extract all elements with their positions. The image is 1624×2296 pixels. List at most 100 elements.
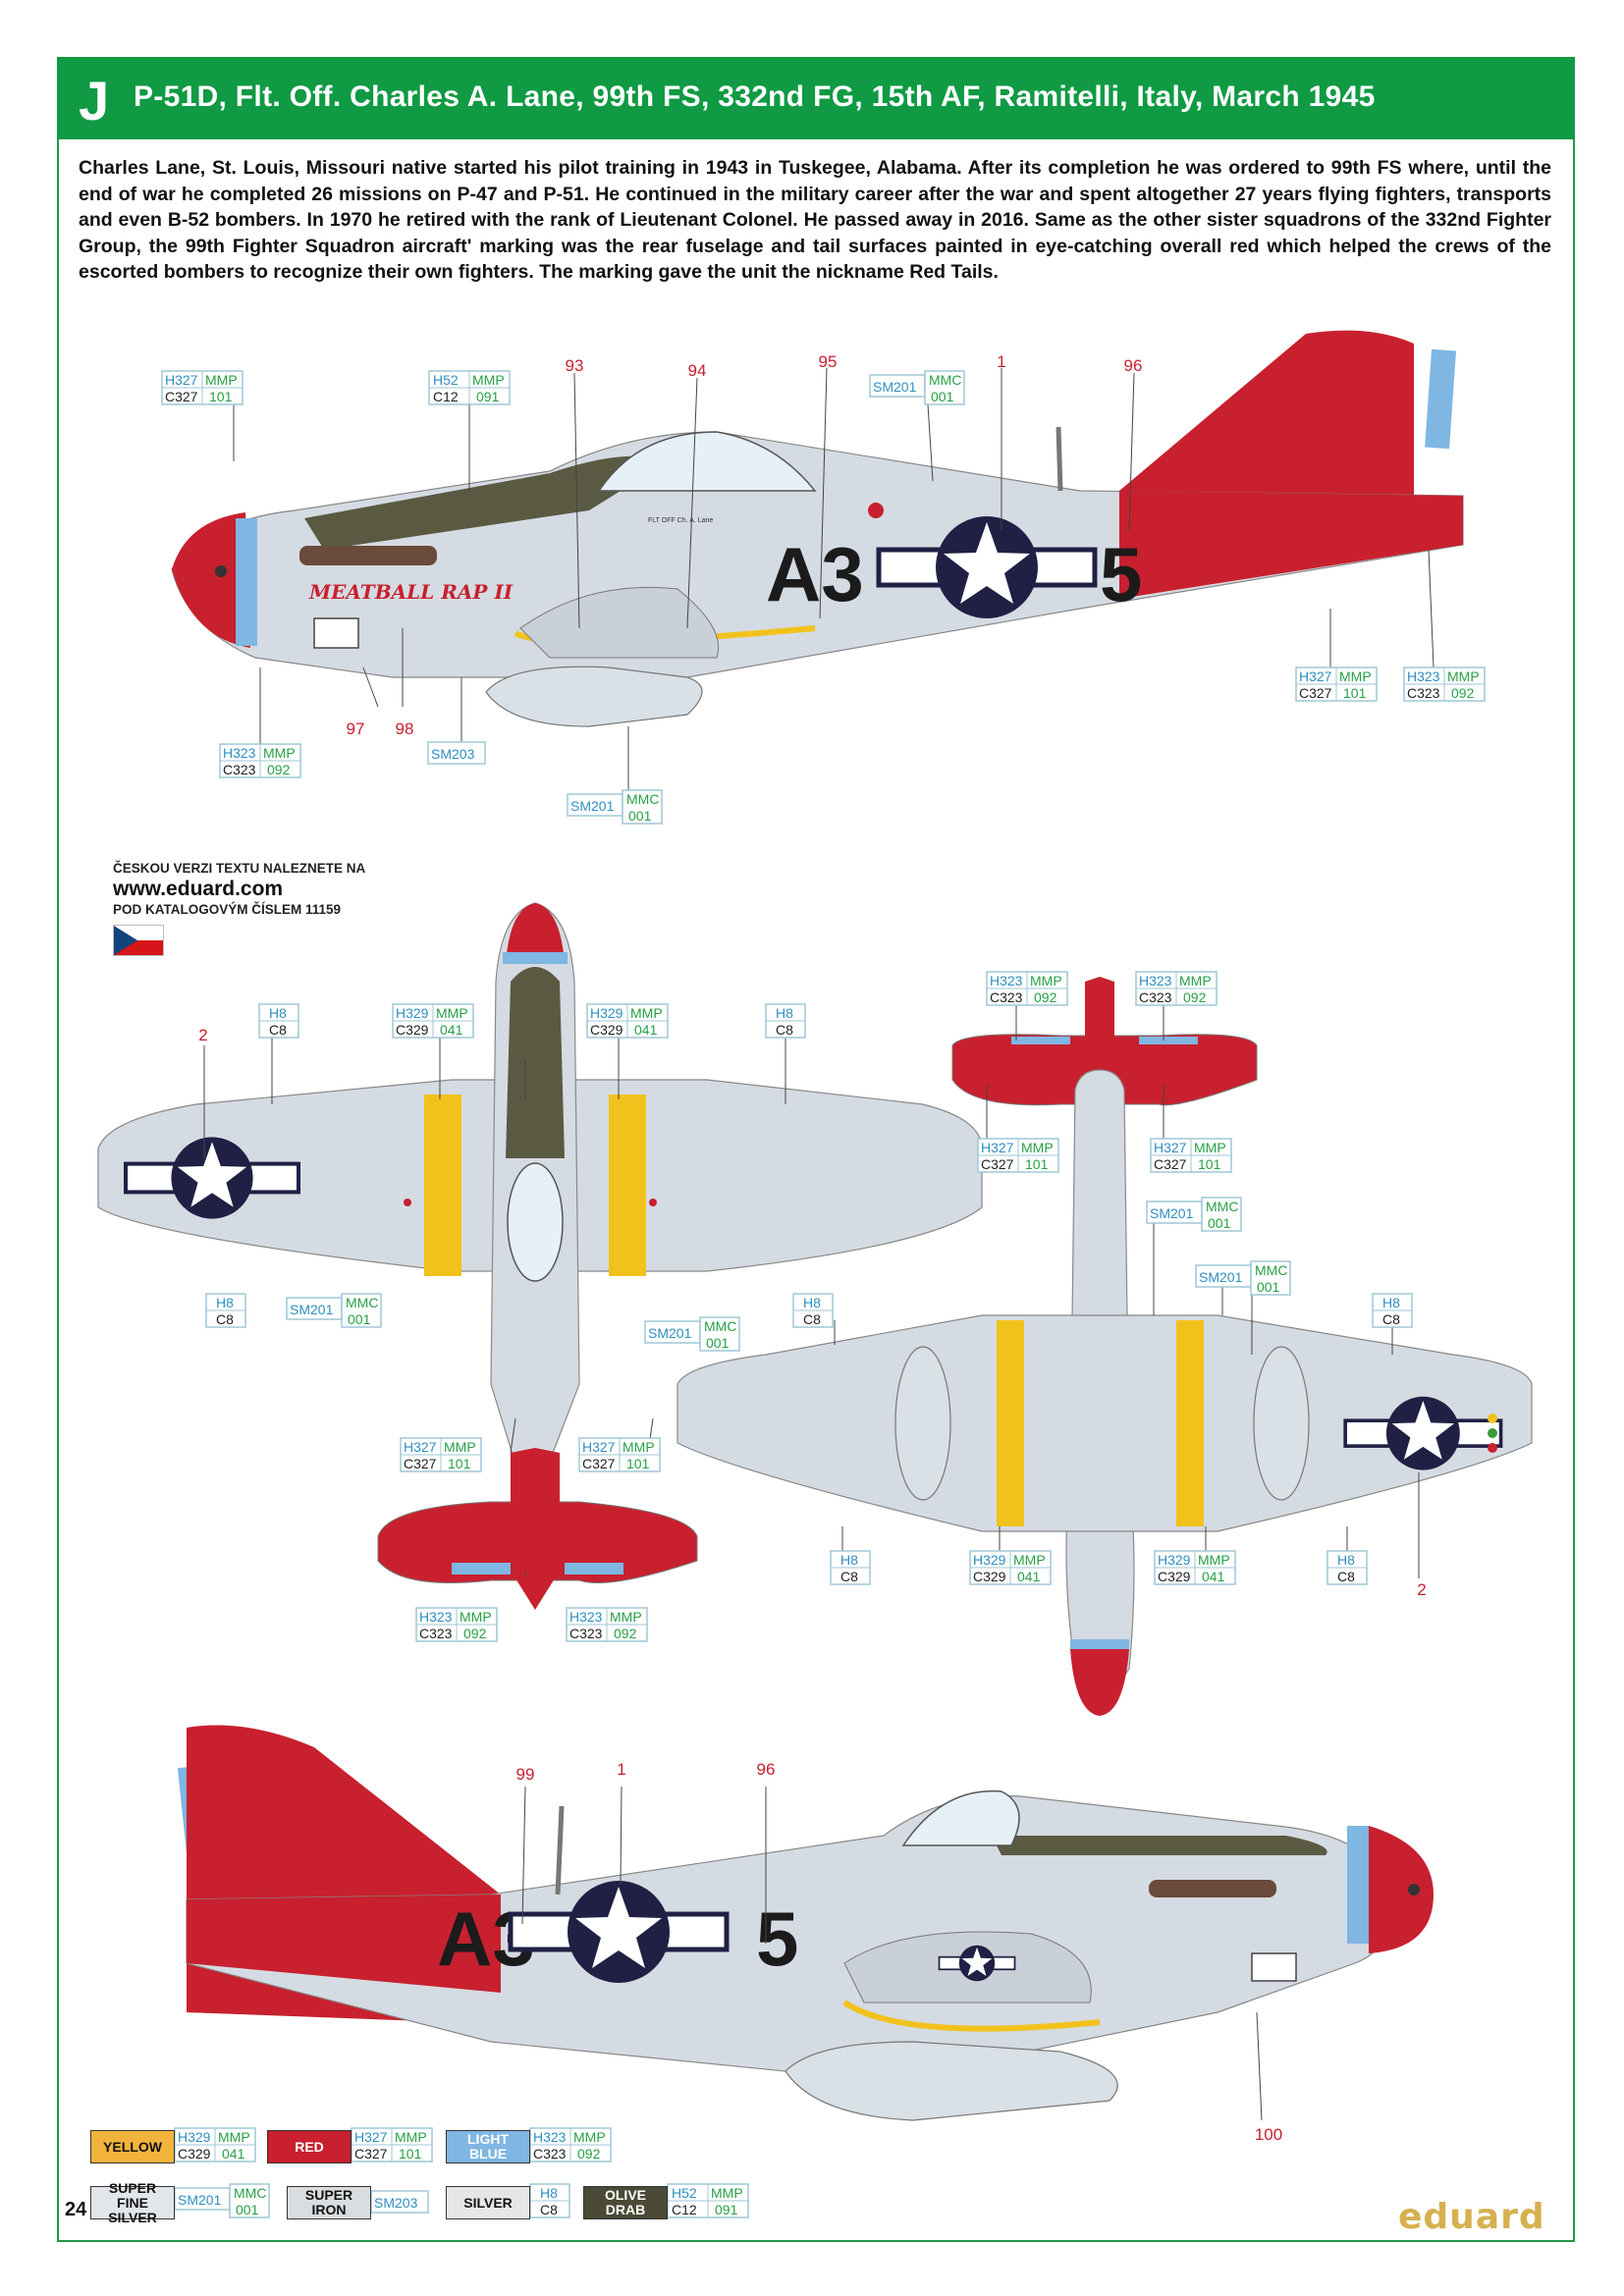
decal-94: 94 [688,361,707,380]
svg-text:C327: C327 [981,1156,1014,1172]
header-bar [57,57,1575,139]
svg-text:H8: H8 [216,1295,234,1310]
svg-text:001: 001 [706,1335,730,1351]
svg-text:C327: C327 [404,1456,437,1471]
paint-callout-h52: H52 MMP C12 091 [428,370,511,405]
czech-note-line1: ČESKOU VERZI TEXTU NALEZNETE NA [113,861,366,876]
svg-text:SM201: SM201 [873,379,917,395]
czech-language-note: ČESKOU VERZI TEXTU NALEZNETE NA www.edua… [113,860,365,919]
paint-callout-h329-b: H329 MMP C329 041 [586,1003,669,1039]
decal-2-right: 2 [1417,1580,1426,1599]
paint-callout-h8-f: H8 C8 [830,1550,871,1585]
pilot-name-stencil: FLT OFF Ch. A. Lane [648,517,713,524]
decal-numbers: 93 94 95 1 96 97 98 2 2 99 1 96 100 [198,352,1426,2144]
decal-97: 97 [347,720,365,738]
svg-text:H327: H327 [981,1140,1014,1155]
eduard-logo: eduard [1398,2197,1545,2237]
paint-callout-h327-f: H327 MMP C327 101 [1150,1138,1232,1173]
svg-text:C8: C8 [540,2202,558,2217]
svg-text:H329: H329 [178,2129,211,2145]
paint-callout-sm203: SM203 [427,741,486,765]
paint-callout-h323-d: H323 MMP C323 092 [566,1607,648,1642]
code-5-right: 5 [756,1896,798,1982]
svg-text:C327: C327 [1154,1156,1187,1172]
svg-text:101: 101 [448,1456,471,1471]
svg-text:101: 101 [1025,1156,1049,1172]
legend-silver: SILVER [446,2186,530,2219]
svg-text:SM203: SM203 [374,2195,418,2211]
legend-paint-codes: H329 MMP C329 041 H327 MMP C327 101 H323… [174,2127,749,2218]
svg-text:MMP: MMP [630,1005,663,1021]
legend-code-super-fine-silver: SM201 MMC 001 [174,2183,270,2218]
svg-text:001: 001 [1208,1215,1231,1231]
czech-note-line3: POD KATALOGOVÝM ČÍSLEM 11159 [113,902,342,917]
svg-text:H8: H8 [776,1005,793,1021]
svg-text:MMP: MMP [1198,1552,1230,1568]
svg-text:MMP: MMP [1021,1140,1054,1155]
svg-text:MMP: MMP [711,2185,743,2201]
svg-text:MMP: MMP [1013,1552,1046,1568]
eduard-website-link[interactable]: www.eduard.com [113,878,284,900]
paint-callout-h327-c: H327 MMP C327 101 [400,1437,482,1472]
svg-text:C327: C327 [165,389,198,404]
svg-text:C323: C323 [223,762,256,777]
page-title: P-51D, Flt. Off. Charles A. Lane, 99th F… [134,80,1376,113]
svg-text:C329: C329 [590,1022,623,1038]
svg-text:H327: H327 [165,372,198,388]
paint-callout-sm201-d: SM201 MMC 001 [1195,1260,1291,1296]
decal-95: 95 [819,352,838,371]
legend-code-silver: H8 C8 [529,2183,570,2218]
svg-text:001: 001 [931,389,954,404]
svg-text:H323: H323 [990,973,1023,988]
paint-callout-h8-d: H8 C8 [792,1293,834,1328]
svg-text:MMP: MMP [573,2129,606,2145]
code-5-left: 5 [1100,531,1142,617]
svg-text:C8: C8 [803,1311,821,1327]
svg-text:001: 001 [628,808,652,824]
profile-letter: J [79,70,110,132]
svg-text:MMP: MMP [263,745,296,761]
svg-text:C327: C327 [354,2146,388,2162]
paint-callout-sm201-b: SM201 MMC 001 [286,1293,382,1328]
svg-text:SM201: SM201 [178,2192,222,2208]
svg-text:H329: H329 [590,1005,623,1021]
svg-text:C323: C323 [990,989,1023,1005]
svg-text:MMP: MMP [436,1005,468,1021]
svg-text:H323: H323 [569,1609,603,1625]
paint-callout-h327-b: H327 MMP C327 101 [1295,667,1378,702]
legend-yellow: YELLOW [90,2130,175,2163]
paint-callout-h323-f: H323 MMP C323 092 [1135,971,1218,1006]
svg-text:C329: C329 [1158,1569,1191,1584]
svg-text:H327: H327 [1299,668,1332,684]
paint-callout-h323-a: H323 MMP C323 092 [219,743,301,778]
decal-2-left: 2 [198,1026,207,1044]
svg-text:MMP: MMP [1179,973,1212,988]
svg-text:SM203: SM203 [431,746,475,762]
paint-callout-h8-b: H8 C8 [765,1003,806,1039]
svg-text:C327: C327 [582,1456,616,1471]
paint-callout-sm201-e: SM201 MMC 001 [644,1316,740,1352]
svg-text:092: 092 [1183,989,1207,1005]
svg-text:001: 001 [348,1311,371,1327]
code-a3-left: A3 [766,531,864,617]
paint-callout-h323-b: H323 MMP C323 092 [1403,667,1486,702]
svg-text:MMP: MMP [1339,668,1372,684]
svg-text:C12: C12 [433,389,459,404]
paint-callout-h329-a: H329 MMP C329 041 [392,1003,474,1039]
svg-text:C329: C329 [396,1022,429,1038]
paint-callout-h327: H327 MMP C327 101 [161,370,244,405]
paint-callout-h323-e: H323 MMP C323 092 [986,971,1068,1006]
paint-callout-h8-g: H8 C8 [1326,1550,1368,1585]
svg-text:092: 092 [1451,685,1475,701]
svg-text:SM201: SM201 [1199,1269,1243,1285]
legend-super-iron: SUPER IRON [287,2186,371,2219]
paint-callout-h8-e: H8 C8 [1372,1293,1413,1328]
legend-olive-drab: OLIVE DRAB [583,2186,668,2219]
svg-text:SM201: SM201 [648,1325,692,1341]
svg-text:H327: H327 [1154,1140,1187,1155]
svg-text:MMC: MMC [626,791,659,807]
svg-text:C8: C8 [216,1311,234,1327]
svg-text:091: 091 [476,389,500,404]
svg-text:041: 041 [222,2146,245,2162]
